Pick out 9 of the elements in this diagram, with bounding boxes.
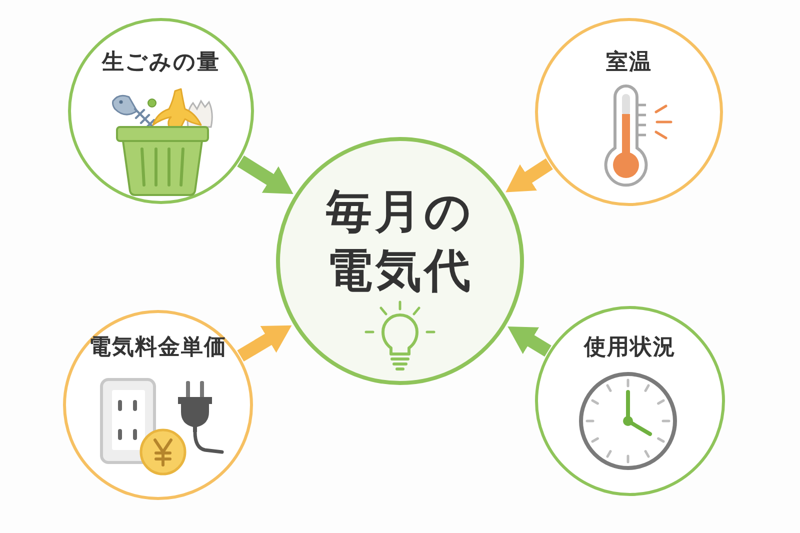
arrow: [237, 155, 294, 194]
topic-label: 使用状況: [584, 334, 676, 362]
topic-label: 生ごみの量: [102, 49, 220, 77]
arrow: [506, 158, 553, 192]
topic-label: 電気料金単価: [89, 334, 227, 362]
arrow: [508, 326, 552, 357]
main-title-text: 毎月の電気代: [325, 183, 475, 299]
topic-label: 室温: [606, 49, 652, 77]
arrow: [237, 325, 292, 362]
